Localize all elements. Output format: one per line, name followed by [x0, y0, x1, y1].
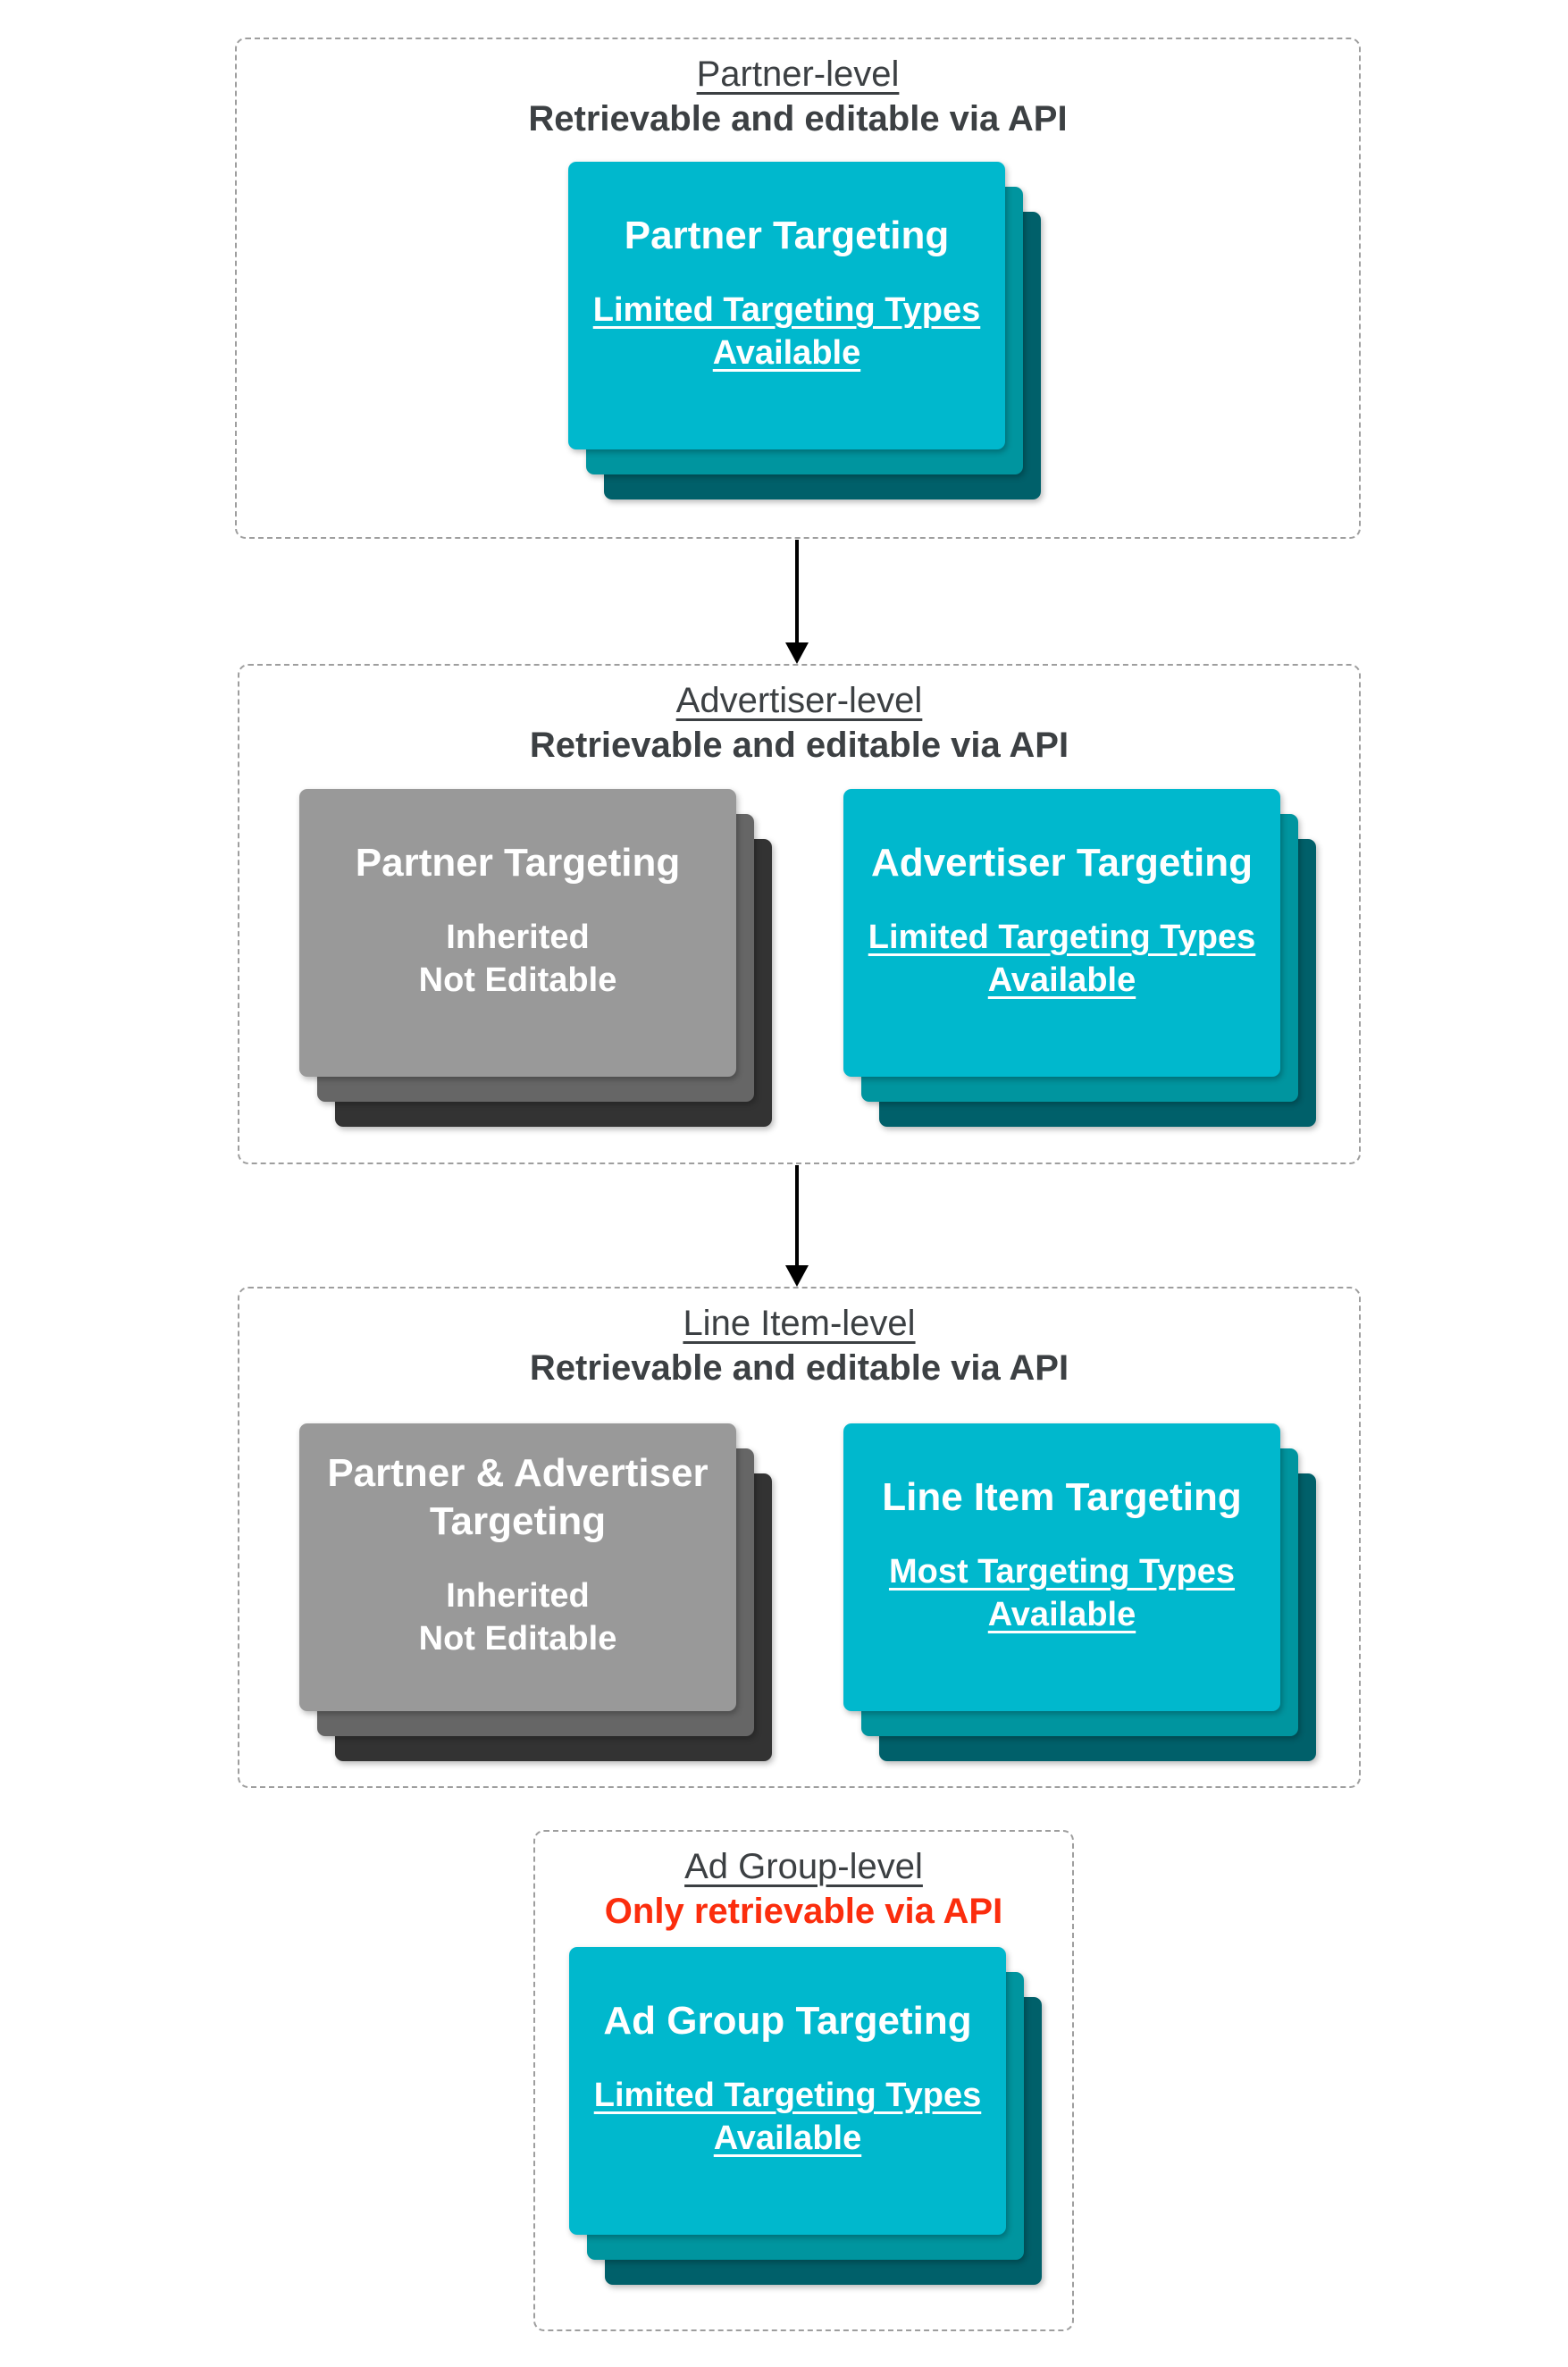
- level-title: Line Item-level: [683, 1304, 916, 1343]
- section-header: Ad Group-level Only retrievable via API: [535, 1832, 1072, 1934]
- card-stack: Partner & Advertiser Targeting Inherited…: [299, 1423, 772, 1761]
- flow-arrow-icon: [785, 540, 809, 664]
- section-line-item-level: Line Item-level Retrievable and editable…: [238, 1287, 1361, 1788]
- card-partner-targeting-inherited: Partner Targeting Inherited Not Editable: [299, 789, 736, 1077]
- level-title: Advertiser-level: [675, 681, 923, 720]
- level-subtitle: Only retrievable via API: [604, 1892, 1003, 1931]
- card-partner-advertiser-targeting-inherited: Partner & Advertiser Targeting Inherited…: [299, 1423, 736, 1711]
- card-title-line: Advertiser Targeting: [870, 841, 1254, 885]
- arrow-head-icon: [785, 1265, 809, 1287]
- card-stack: Line Item Targeting Most Targeting Types…: [843, 1423, 1316, 1761]
- card-title-line: Line Item Targeting: [882, 1475, 1242, 1519]
- section-advertiser-level: Advertiser-level Retrievable and editabl…: [238, 664, 1361, 1164]
- card-title: Advertiser Targeting: [871, 839, 1253, 887]
- flow-arrow-icon: [785, 1165, 809, 1287]
- arrow-shaft: [795, 540, 799, 646]
- card-body: Inherited Not Editable: [419, 1574, 617, 1660]
- card-title-line: Partner Targeting: [624, 214, 950, 257]
- card-body-line: Not Editable: [418, 1620, 617, 1658]
- card-body-line: Most Targeting Types: [888, 1553, 1236, 1591]
- card-title: Line Item Targeting: [882, 1473, 1242, 1522]
- card-stack: Ad Group Targeting Limited Targeting Typ…: [569, 1947, 1042, 2285]
- card-title-line: Partner & Advertiser: [327, 1451, 709, 1495]
- card-body-line: Available: [713, 2119, 862, 2157]
- card-body-line: Available: [987, 961, 1136, 999]
- card-body-line: Limited Targeting Types: [868, 919, 1256, 956]
- card-ad-group-targeting: Ad Group Targeting Limited Targeting Typ…: [569, 1947, 1006, 2235]
- section-header: Partner-level Retrievable and editable v…: [237, 39, 1359, 141]
- card-stack: Partner Targeting Limited Targeting Type…: [568, 162, 1041, 499]
- card-body-line: Available: [987, 1596, 1136, 1633]
- level-subtitle: Retrievable and editable via API: [529, 726, 1069, 765]
- section-partner-level: Partner-level Retrievable and editable v…: [235, 38, 1361, 539]
- level-title: Ad Group-level: [684, 1847, 923, 1886]
- section-header: Line Item-level Retrievable and editable…: [239, 1288, 1359, 1390]
- card-title-line: Ad Group Targeting: [603, 1999, 972, 2043]
- card-body-line: Inherited: [446, 919, 590, 956]
- card-body-line: Inherited: [446, 1577, 590, 1615]
- card-body-line: Limited Targeting Types: [593, 2077, 982, 2114]
- card-body-line: Available: [712, 334, 861, 372]
- card-body-line: Not Editable: [418, 961, 617, 999]
- card-body: Limited Targeting Types Available: [868, 916, 1256, 1002]
- card-title: Ad Group Targeting: [603, 1997, 971, 2045]
- card-line-item-targeting: Line Item Targeting Most Targeting Types…: [843, 1423, 1280, 1711]
- level-subtitle: Retrievable and editable via API: [529, 1348, 1069, 1388]
- card-body: Limited Targeting Types Available: [593, 289, 981, 374]
- section-header: Advertiser-level Retrievable and editabl…: [239, 666, 1359, 768]
- card-stack: Partner Targeting Inherited Not Editable: [299, 789, 772, 1127]
- card-body: Limited Targeting Types Available: [594, 2074, 982, 2160]
- level-subtitle: Retrievable and editable via API: [528, 99, 1068, 138]
- card-title-line: Targeting: [429, 1499, 607, 1543]
- card-title: Partner Targeting: [625, 212, 949, 260]
- arrow-shaft: [795, 1165, 799, 1269]
- card-body: Most Targeting Types Available: [889, 1550, 1235, 1636]
- card-advertiser-targeting: Advertiser Targeting Limited Targeting T…: [843, 789, 1280, 1077]
- card-title-line: Partner Targeting: [355, 841, 681, 885]
- level-title: Partner-level: [696, 55, 900, 94]
- card-partner-targeting: Partner Targeting Limited Targeting Type…: [568, 162, 1005, 449]
- card-body-line: Limited Targeting Types: [592, 291, 981, 329]
- arrow-head-icon: [785, 642, 809, 664]
- section-ad-group-level: Ad Group-level Only retrievable via API …: [533, 1830, 1074, 2331]
- card-body: Inherited Not Editable: [419, 916, 617, 1002]
- card-title: Partner & Advertiser Targeting: [327, 1449, 708, 1546]
- card-title: Partner Targeting: [356, 839, 680, 887]
- card-stack: Advertiser Targeting Limited Targeting T…: [843, 789, 1316, 1127]
